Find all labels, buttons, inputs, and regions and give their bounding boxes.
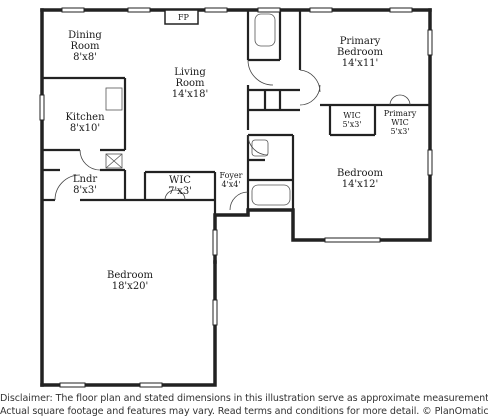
disclaimer-line-1: Disclaimer: The floor plan and stated di… [0, 393, 488, 404]
room-name: Primary Bedroom [337, 36, 383, 58]
room-name: Bedroom [337, 168, 383, 179]
room-dimension: 14'x12' [341, 179, 379, 190]
room-kitchen: Kitchen 8'x10' [55, 112, 115, 134]
doors [54, 59, 411, 211]
room-wic-left: WIC 7'x3' [158, 175, 202, 197]
windows [39, 7, 433, 388]
room-name: Primary WIC [383, 109, 417, 127]
room-primary-bedroom: Primary Bedroom 14'x11' [325, 36, 395, 69]
room-name: Bedroom [107, 270, 153, 281]
room-primary-wic: Primary WIC 5'x3' [380, 109, 420, 136]
room-dimension: 5'x3' [342, 119, 362, 129]
interior-walls [42, 10, 430, 215]
room-name: Foyer [219, 171, 243, 180]
room-laundry: Lndr 8'x3' [62, 174, 108, 196]
room-dimension: 14'x18' [171, 89, 209, 100]
room-name: WIC [169, 175, 191, 186]
exterior-walls [40, 8, 432, 387]
fixtures [105, 13, 291, 206]
room-dining: Dining Room 8'x8' [55, 30, 115, 63]
room-dimension: 18'x20' [111, 281, 149, 292]
room-dimension: 8'x3' [73, 185, 97, 196]
room-dimension: 5'x3' [390, 126, 410, 136]
room-bedroom-main: Bedroom 18'x20' [95, 270, 165, 292]
room-dimension: 8'x8' [73, 52, 97, 63]
room-bedroom-right: Bedroom 14'x12' [325, 168, 395, 190]
room-name: Dining Room [68, 30, 102, 52]
room-dimension: 8'x10' [69, 123, 101, 134]
room-name: Kitchen [65, 112, 105, 123]
room-dimension: 4'x4' [221, 179, 241, 189]
room-name: WIC [343, 111, 361, 120]
room-living: Living Room 14'x18' [160, 67, 220, 100]
room-dimension: 14'x11' [341, 58, 379, 69]
room-wic-right: WIC 5'x3' [332, 111, 372, 130]
room-foyer: Foyer 4'x4' [216, 171, 246, 190]
disclaimer-line-2: Actual square footage and features may v… [0, 406, 488, 417]
room-dimension: 7'x3' [168, 186, 192, 197]
fireplace-label: FP [178, 13, 189, 22]
room-name: Living Room [174, 67, 206, 89]
fireplace-box [164, 9, 199, 25]
room-name: Lndr [72, 174, 98, 185]
